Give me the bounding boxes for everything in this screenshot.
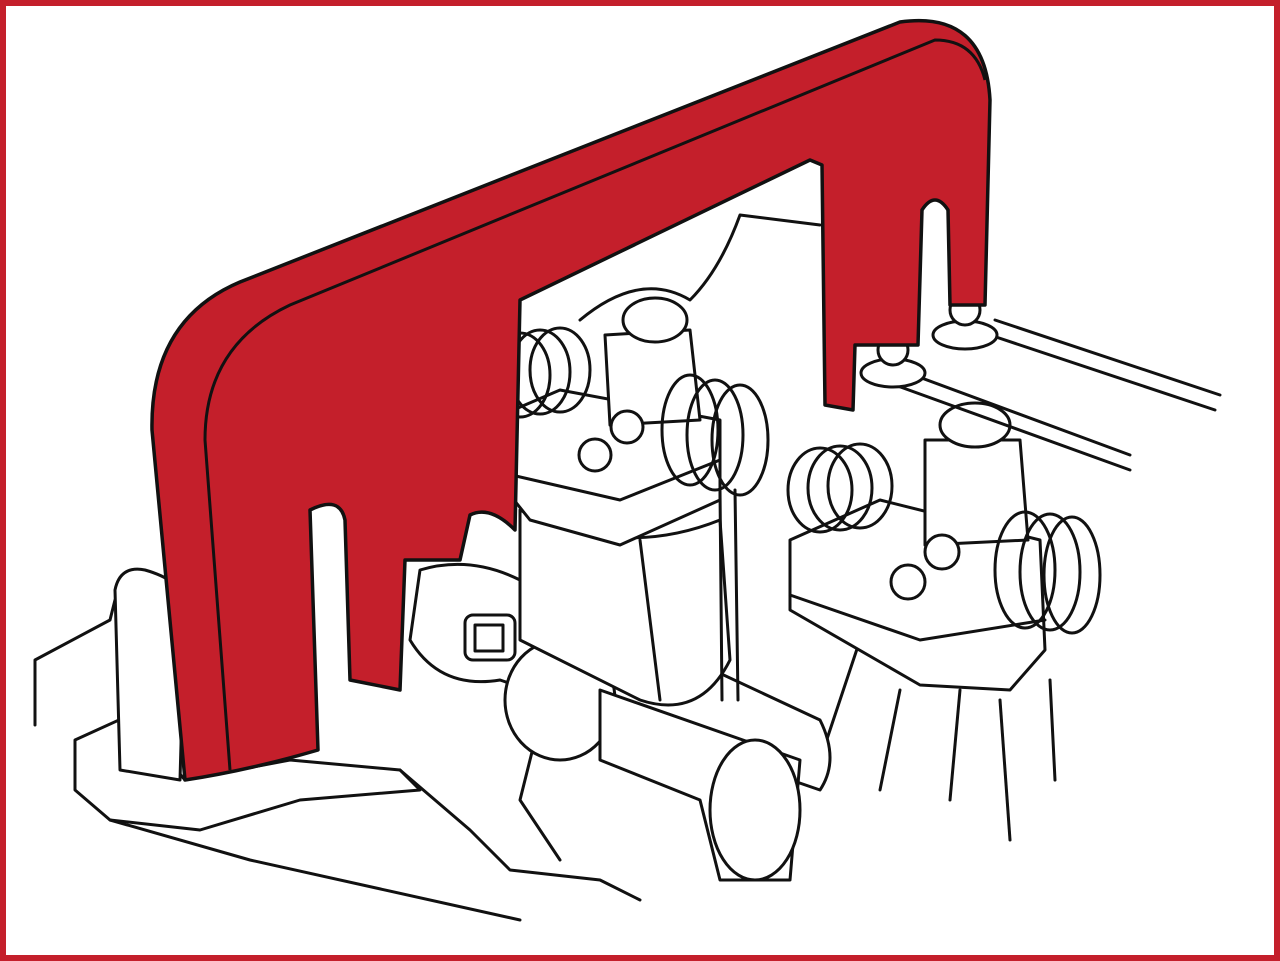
fuel-rail [859, 293, 1222, 472]
inner-cover-edge [578, 213, 822, 322]
rocker-right [786, 401, 1102, 692]
locking-tool [150, 18, 992, 782]
rocker-left [488, 296, 770, 702]
